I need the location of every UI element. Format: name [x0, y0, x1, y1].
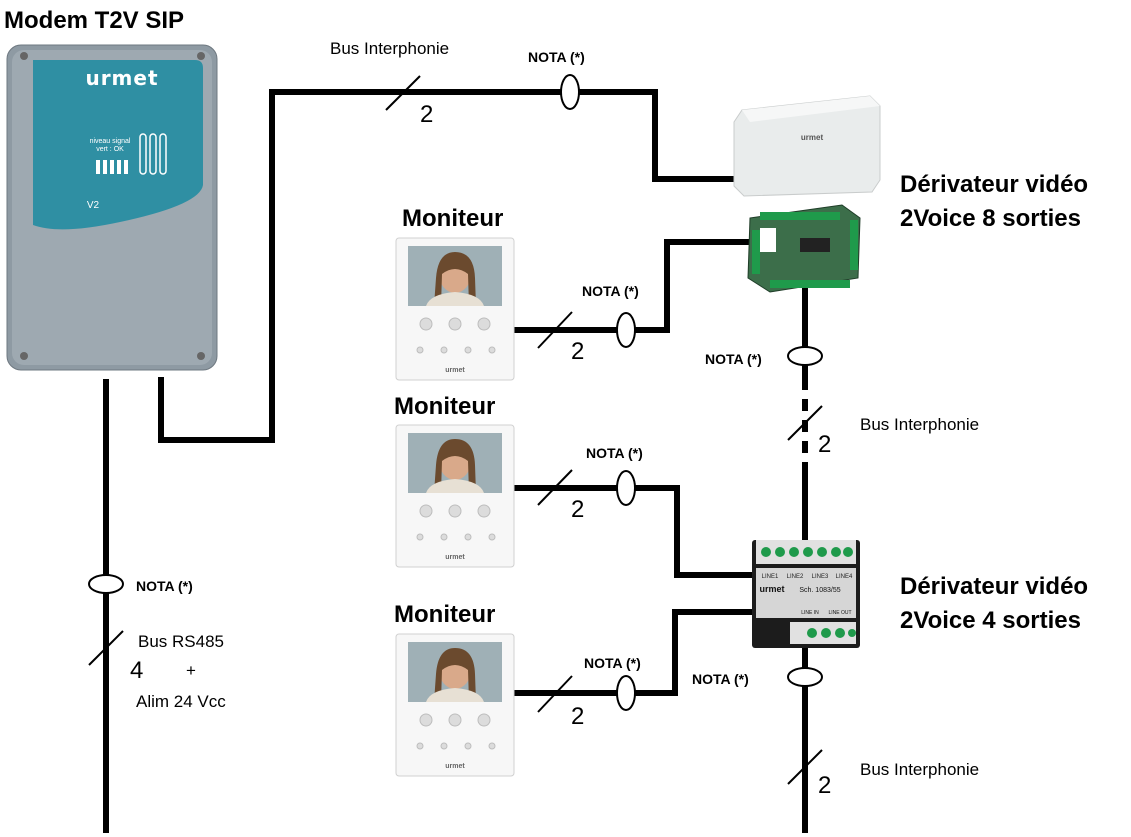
ferrite-rings [88, 74, 823, 711]
conductors-monitor3: 2 [571, 703, 584, 730]
moniteur-title-1: Moniteur [402, 205, 503, 232]
derivateur4-device: LINE1 LINE2 LINE3 LINE4 urmet Sch. 1083/… [752, 540, 860, 648]
derivateur4-title-line1: Dérivateur vidéo [900, 573, 1088, 600]
conductors-monitor1: 2 [571, 338, 584, 365]
bus-interphonie-bottom: Bus Interphonie [860, 760, 979, 779]
monitor-shoulders [426, 292, 484, 306]
moniteur-title-2: Moniteur [394, 393, 495, 420]
derivateur4-title-line2: 2Voice 4 sorties [900, 607, 1081, 634]
hatch-monitor1 [537, 311, 573, 349]
derivateur4-top-terminals [761, 547, 853, 557]
ring-monitor1 [616, 312, 636, 348]
modem-device: urmet niveau signal vert : OK V2 [6, 44, 218, 371]
modem-version: V2 [87, 200, 100, 211]
derivateur8-device: urmet [733, 95, 881, 293]
hatch-rs485 [88, 630, 124, 666]
ring-riser [787, 346, 823, 366]
derivateur4-label-plate [756, 568, 856, 618]
modem-to-derivateur8-bus [158, 89, 749, 443]
ring-top-bus [560, 74, 580, 110]
bus-rs485-label: Bus RS485 [138, 632, 224, 651]
nota-monitor1: NOTA (*) [582, 283, 639, 299]
derivateur4-out3: LINE3 [812, 574, 829, 580]
monitor-brand: urmet [445, 554, 465, 561]
hatch-bottom-bus [787, 749, 823, 785]
derivateur8-chip [760, 228, 776, 252]
monitor-shoulders [426, 479, 484, 493]
modem-title: Modem T2V SIP [4, 7, 184, 34]
derivateur4-out2: LINE2 [787, 574, 804, 580]
derivateur4-out4: LINE4 [836, 574, 853, 580]
derivateur8-title-line1: Dérivateur vidéo [900, 171, 1088, 198]
modem-signal-label: niveau signal [90, 138, 131, 145]
modem-leds [96, 133, 167, 175]
monitor3-wire [513, 609, 755, 696]
conductors-bottom-bus: 2 [818, 772, 831, 799]
derivateur8-title-line2: 2Voice 8 sorties [900, 205, 1081, 232]
hatch-top-bus [385, 75, 421, 111]
conductors-top-bus: 2 [420, 101, 433, 128]
modem-screw-tl [20, 52, 28, 60]
derivateur4-brand: urmet [759, 584, 784, 594]
monitor-buttons [416, 317, 496, 354]
monitor-hair [434, 439, 476, 493]
ring-monitor3 [616, 675, 636, 711]
nota-top: NOTA (*) [528, 49, 585, 65]
monitor-1: urmet [395, 237, 515, 381]
wires [103, 89, 808, 833]
monitor1-wire [513, 239, 755, 333]
monitor-brand: urmet [445, 367, 465, 374]
monitor-hair [434, 252, 476, 306]
derivateur4-line-in: LINE IN [801, 610, 819, 616]
bus-interphonie-top: Bus Interphonie [330, 39, 449, 58]
monitor2-wire [513, 485, 755, 578]
modem-screw-br [197, 352, 205, 360]
derivateur4-out1: LINE1 [762, 574, 779, 580]
monitor-buttons [416, 713, 496, 750]
derivateur8-ic [800, 238, 830, 252]
monitor-2: urmet [395, 424, 515, 568]
plus-sign: + [186, 661, 196, 680]
nota-monitor2: NOTA (*) [586, 445, 643, 461]
hatch-marks [88, 75, 823, 785]
derivateur8-terminals [752, 212, 858, 288]
derivateur4-ref: Sch. 1083/55 [799, 587, 840, 594]
modem-screw-tr [197, 52, 205, 60]
modem-brand: urmet [85, 66, 158, 90]
ring-rs485 [88, 574, 124, 594]
nota-derivateur4-out: NOTA (*) [692, 671, 749, 687]
hatch-monitor2 [537, 469, 573, 506]
monitor-3: urmet [395, 633, 515, 777]
derivateur8-cover-top [742, 96, 880, 122]
hatch-riser [787, 405, 823, 441]
hatch-monitor3 [537, 675, 573, 713]
modem-signal-label-2: vert : OK [96, 146, 124, 153]
ring-monitor2 [616, 470, 636, 506]
derivateur4-line-out: LINE OUT [828, 610, 851, 616]
monitor-brand: urmet [445, 763, 465, 770]
conductors-riser: 2 [818, 431, 831, 458]
monitor-hair [434, 648, 476, 702]
alim-label: Alim 24 Vcc [136, 692, 226, 711]
monitor-buttons [416, 504, 496, 541]
modem-screw-bl [20, 352, 28, 360]
conductors-rs485: 4 [130, 657, 143, 684]
nota-monitor3: NOTA (*) [584, 655, 641, 671]
derivateur8-cover-brand: urmet [801, 133, 824, 142]
nota-rs485: NOTA (*) [136, 578, 193, 594]
modem-panel [33, 60, 203, 230]
derivateur4-bottom-terminals [807, 628, 856, 638]
ring-derivateur4-out [787, 667, 823, 687]
nota-riser: NOTA (*) [705, 351, 762, 367]
conductors-monitor2: 2 [571, 496, 584, 523]
monitor-shoulders [426, 688, 484, 702]
bus-interphonie-mid: Bus Interphonie [860, 415, 979, 434]
moniteur-title-3: Moniteur [394, 601, 495, 628]
